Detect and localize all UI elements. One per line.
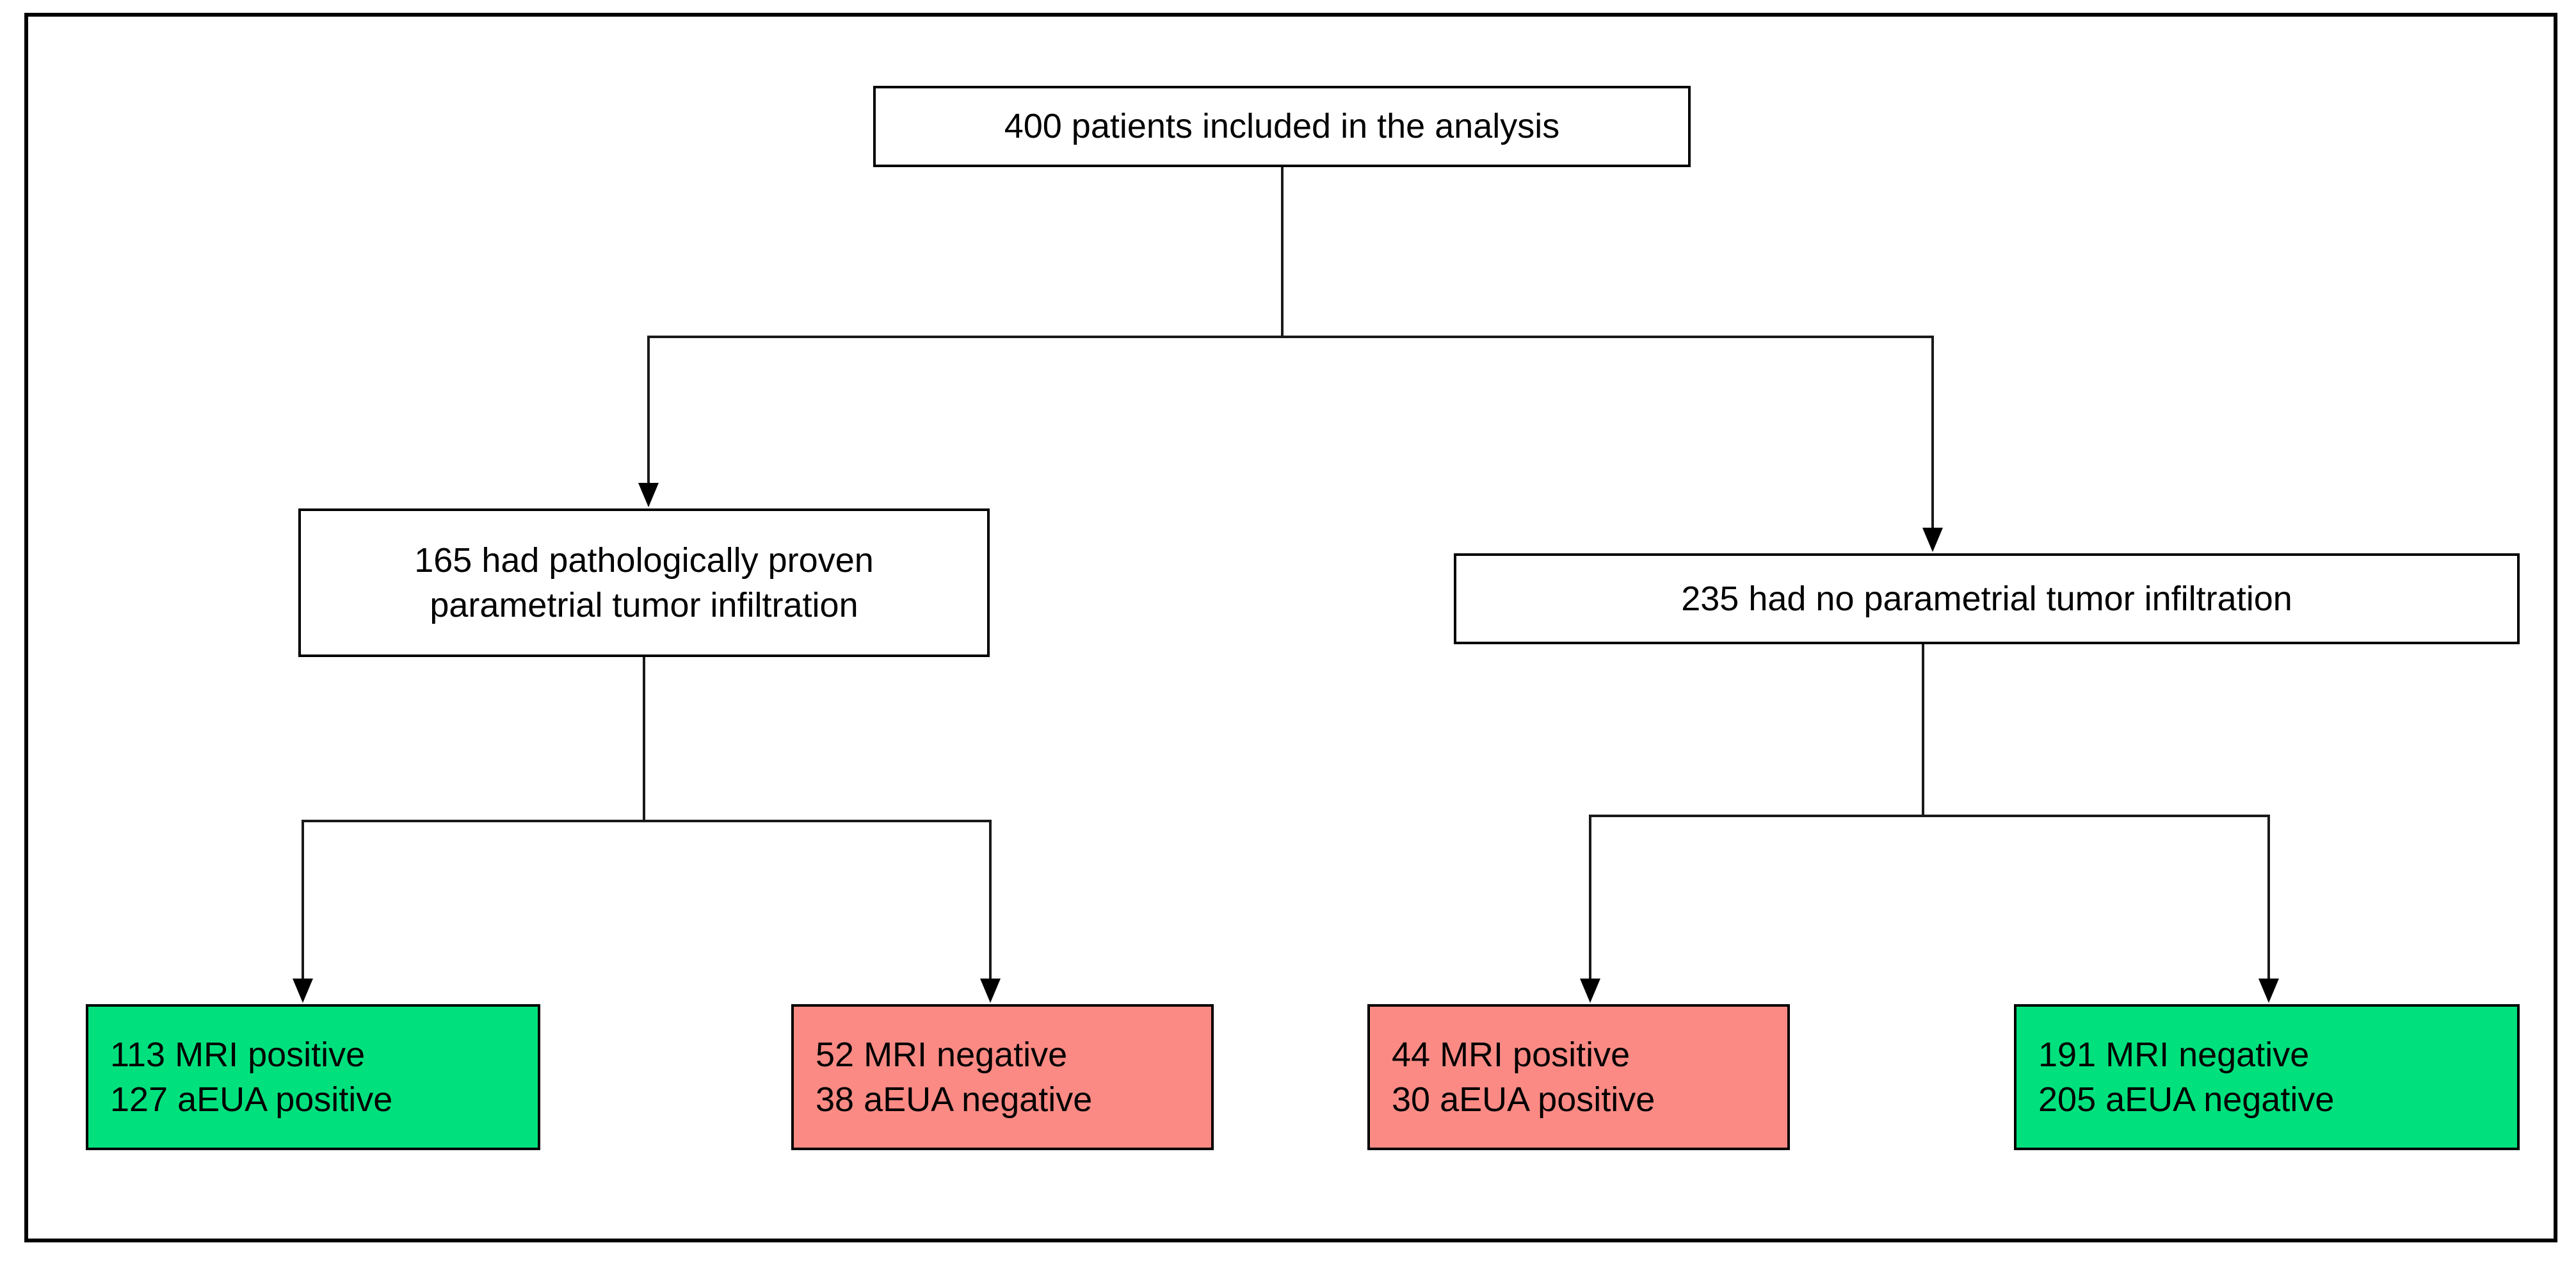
connector-leaf1-drop (302, 820, 304, 980)
connector-right-subtree-bar (1589, 815, 2270, 817)
connector-left-subtree-stem (643, 657, 645, 821)
node-true-positive-line-2: 127 aEUA positive (110, 1080, 393, 1119)
connector-level1-right-drop (1931, 336, 1934, 529)
node-true-negative-line-1: 191 MRI negative (2038, 1035, 2310, 1074)
node-false-negative-line-2: 38 aEUA negative (816, 1080, 1093, 1119)
connector-leaf2-drop (989, 820, 992, 980)
node-root-text: 400 patients included in the analysis (1004, 107, 1560, 146)
node-pathology-positive: 165 had pathologically proven parametria… (298, 508, 990, 657)
connector-leaf3-drop (1589, 815, 1591, 980)
arrowhead-to-pathology-negative (1922, 528, 1943, 552)
node-false-positive-line-1: 44 MRI positive (1392, 1035, 1630, 1074)
diagram-outer-frame: 400 patients included in the analysis 16… (24, 13, 2557, 1242)
node-false-positive-line-2: 30 aEUA positive (1392, 1080, 1655, 1119)
connector-root-stem (1281, 167, 1284, 337)
node-true-negative: 191 MRI negative 205 aEUA negative (2014, 1004, 2520, 1150)
arrowhead-to-true-negative (2258, 979, 2279, 1003)
node-pathology-positive-line-2: parametrial tumor infiltration (430, 586, 858, 624)
node-pathology-negative: 235 had no parametrial tumor infiltratio… (1454, 553, 2520, 644)
node-pathology-negative-line-1: 235 had no parametrial tumor infiltratio… (1681, 579, 2292, 618)
node-false-positive: 44 MRI positive 30 aEUA positive (1367, 1004, 1790, 1150)
node-true-positive-line-1: 113 MRI positive (110, 1035, 366, 1074)
node-false-negative: 52 MRI negative 38 aEUA negative (791, 1004, 1214, 1150)
connector-leaf4-drop (2267, 815, 2270, 980)
node-true-positive: 113 MRI positive 127 aEUA positive (86, 1004, 540, 1150)
connector-level1-left-drop (647, 336, 650, 484)
node-false-negative-line-1: 52 MRI negative (816, 1035, 1068, 1074)
node-root: 400 patients included in the analysis (873, 86, 1691, 167)
arrowhead-to-false-negative (980, 979, 1001, 1003)
arrowhead-to-pathology-positive (638, 483, 659, 507)
arrowhead-to-true-positive (293, 979, 313, 1003)
node-true-negative-line-2: 205 aEUA negative (2038, 1080, 2335, 1119)
connector-level1-bar (647, 336, 1934, 338)
arrowhead-to-false-positive (1580, 979, 1600, 1003)
node-pathology-positive-line-1: 165 had pathologically proven (414, 541, 874, 580)
connector-right-subtree-stem (1922, 644, 1924, 816)
connector-left-subtree-bar (302, 820, 992, 822)
